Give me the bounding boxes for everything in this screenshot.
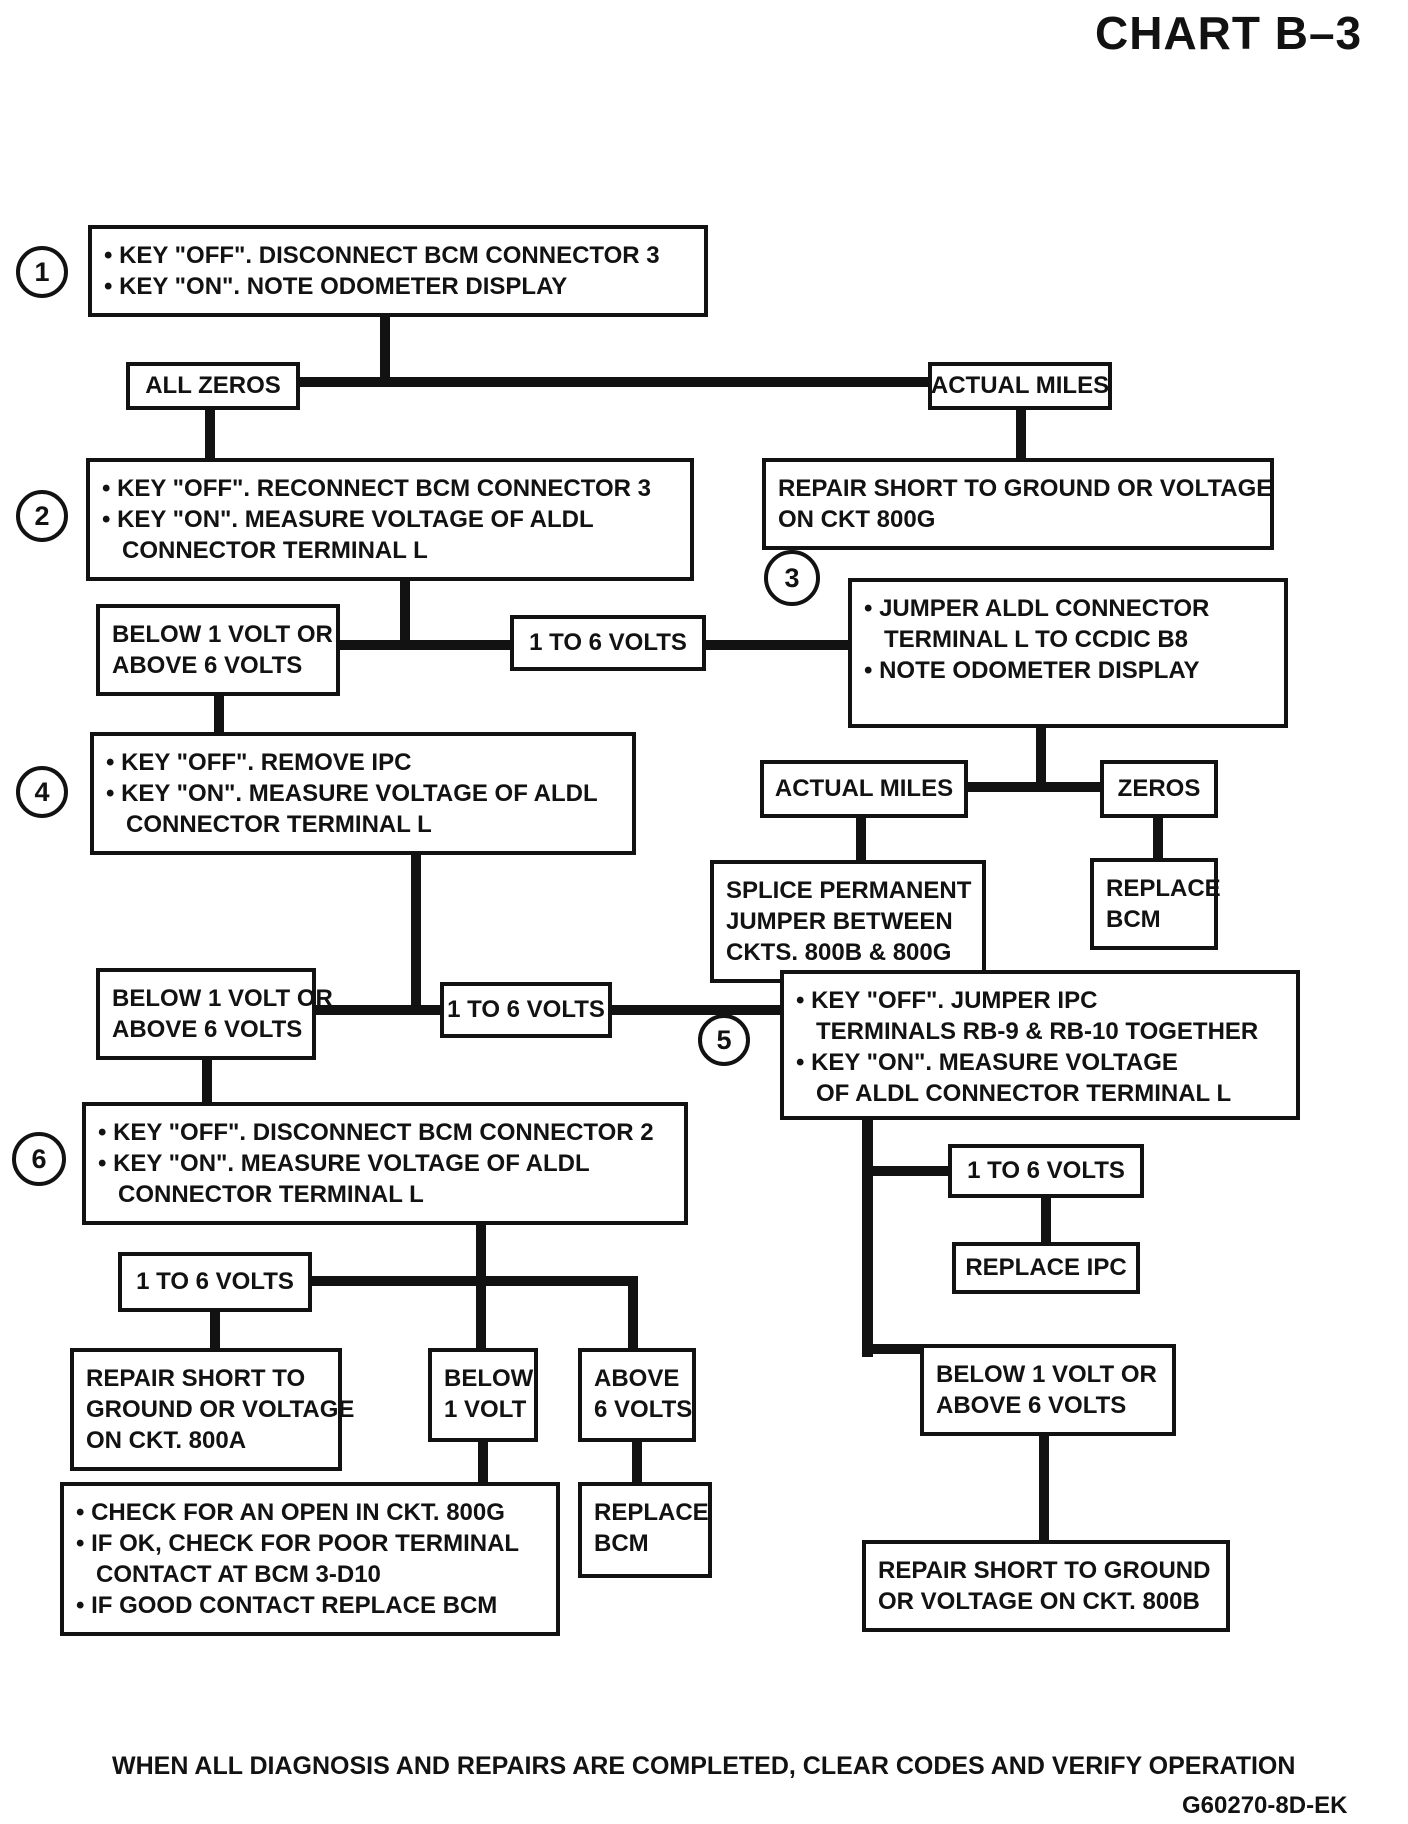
connector-line <box>632 1442 642 1482</box>
connector-line <box>214 696 224 732</box>
connector-line <box>706 640 848 650</box>
step2-action-box: • KEY "OFF". RECONNECT BCM CONNECTOR 3• … <box>86 458 694 581</box>
connector-line <box>1039 1436 1049 1540</box>
connector-line <box>864 1344 920 1354</box>
connector-line <box>1036 728 1046 790</box>
step6-action-box: • KEY "OFF". DISCONNECT BCM CONNECTOR 2•… <box>82 1102 688 1225</box>
step4-action-box: • KEY "OFF". REMOVE IPC• KEY "ON". MEASU… <box>90 732 636 855</box>
connector-line <box>476 1225 486 1348</box>
connector-line <box>856 818 866 860</box>
connector-line <box>612 1005 780 1015</box>
outcome-actual-miles-2: ACTUAL MILES <box>760 760 968 818</box>
connector-line <box>312 1276 636 1286</box>
step-circle-2: 2 <box>16 490 68 542</box>
connector-line <box>210 1312 220 1348</box>
connector-line <box>862 1120 873 1357</box>
connector-line <box>205 410 215 458</box>
connector-line <box>400 581 410 640</box>
outcome-zeros: ZEROS <box>1100 760 1218 818</box>
connector-line <box>968 782 1100 792</box>
step-circle-6: 6 <box>12 1132 66 1186</box>
connector-line <box>300 377 928 387</box>
step-circle-3: 3 <box>764 550 820 606</box>
step3-action-box: • JUMPER ALDL CONNECTOR TERMINAL L TO CC… <box>848 578 1288 728</box>
chart-title: CHART B–3 <box>1095 7 1363 59</box>
connector-line <box>380 317 390 377</box>
connector-line <box>316 1005 440 1015</box>
outcome-1to6-volts-3: 1 TO 6 VOLTS <box>118 1252 312 1312</box>
step-circle-1: 1 <box>16 246 68 298</box>
replace-ipc-box: REPLACE IPC <box>952 1242 1140 1294</box>
connector-line <box>1016 410 1026 458</box>
connector-line <box>411 855 421 1015</box>
outcome-all-zeros: ALL ZEROS <box>126 362 300 410</box>
step-circle-4: 4 <box>16 766 68 818</box>
outcome-1to6-volts-4: 1 TO 6 VOLTS <box>948 1144 1144 1198</box>
figure-code: G60270-8D-EK <box>1182 1792 1348 1819</box>
footer-instruction: WHEN ALL DIAGNOSIS AND REPAIRS ARE COMPL… <box>112 1752 1296 1780</box>
outcome-1to6-volts-1: 1 TO 6 VOLTS <box>510 615 706 671</box>
outcome-1to6-volts-2: 1 TO 6 VOLTS <box>440 982 612 1038</box>
check-open-ckt800g-box: • CHECK FOR AN OPEN IN CKT. 800G• IF OK,… <box>60 1482 560 1636</box>
step-circle-5: 5 <box>698 1014 750 1066</box>
connector-line <box>871 1166 948 1176</box>
connector-line <box>628 1276 638 1348</box>
step1-action-box: • KEY "OFF". DISCONNECT BCM CONNECTOR 3•… <box>88 225 708 317</box>
connector-line <box>202 1060 212 1102</box>
connector-line <box>1041 1198 1051 1242</box>
connector-line <box>1153 818 1163 858</box>
connector-line <box>478 1442 488 1482</box>
step5-action-box: • KEY "OFF". JUMPER IPC TERMINALS RB-9 &… <box>780 970 1300 1120</box>
connector-line <box>340 640 510 650</box>
outcome-actual-miles-1: ACTUAL MILES <box>928 362 1112 410</box>
